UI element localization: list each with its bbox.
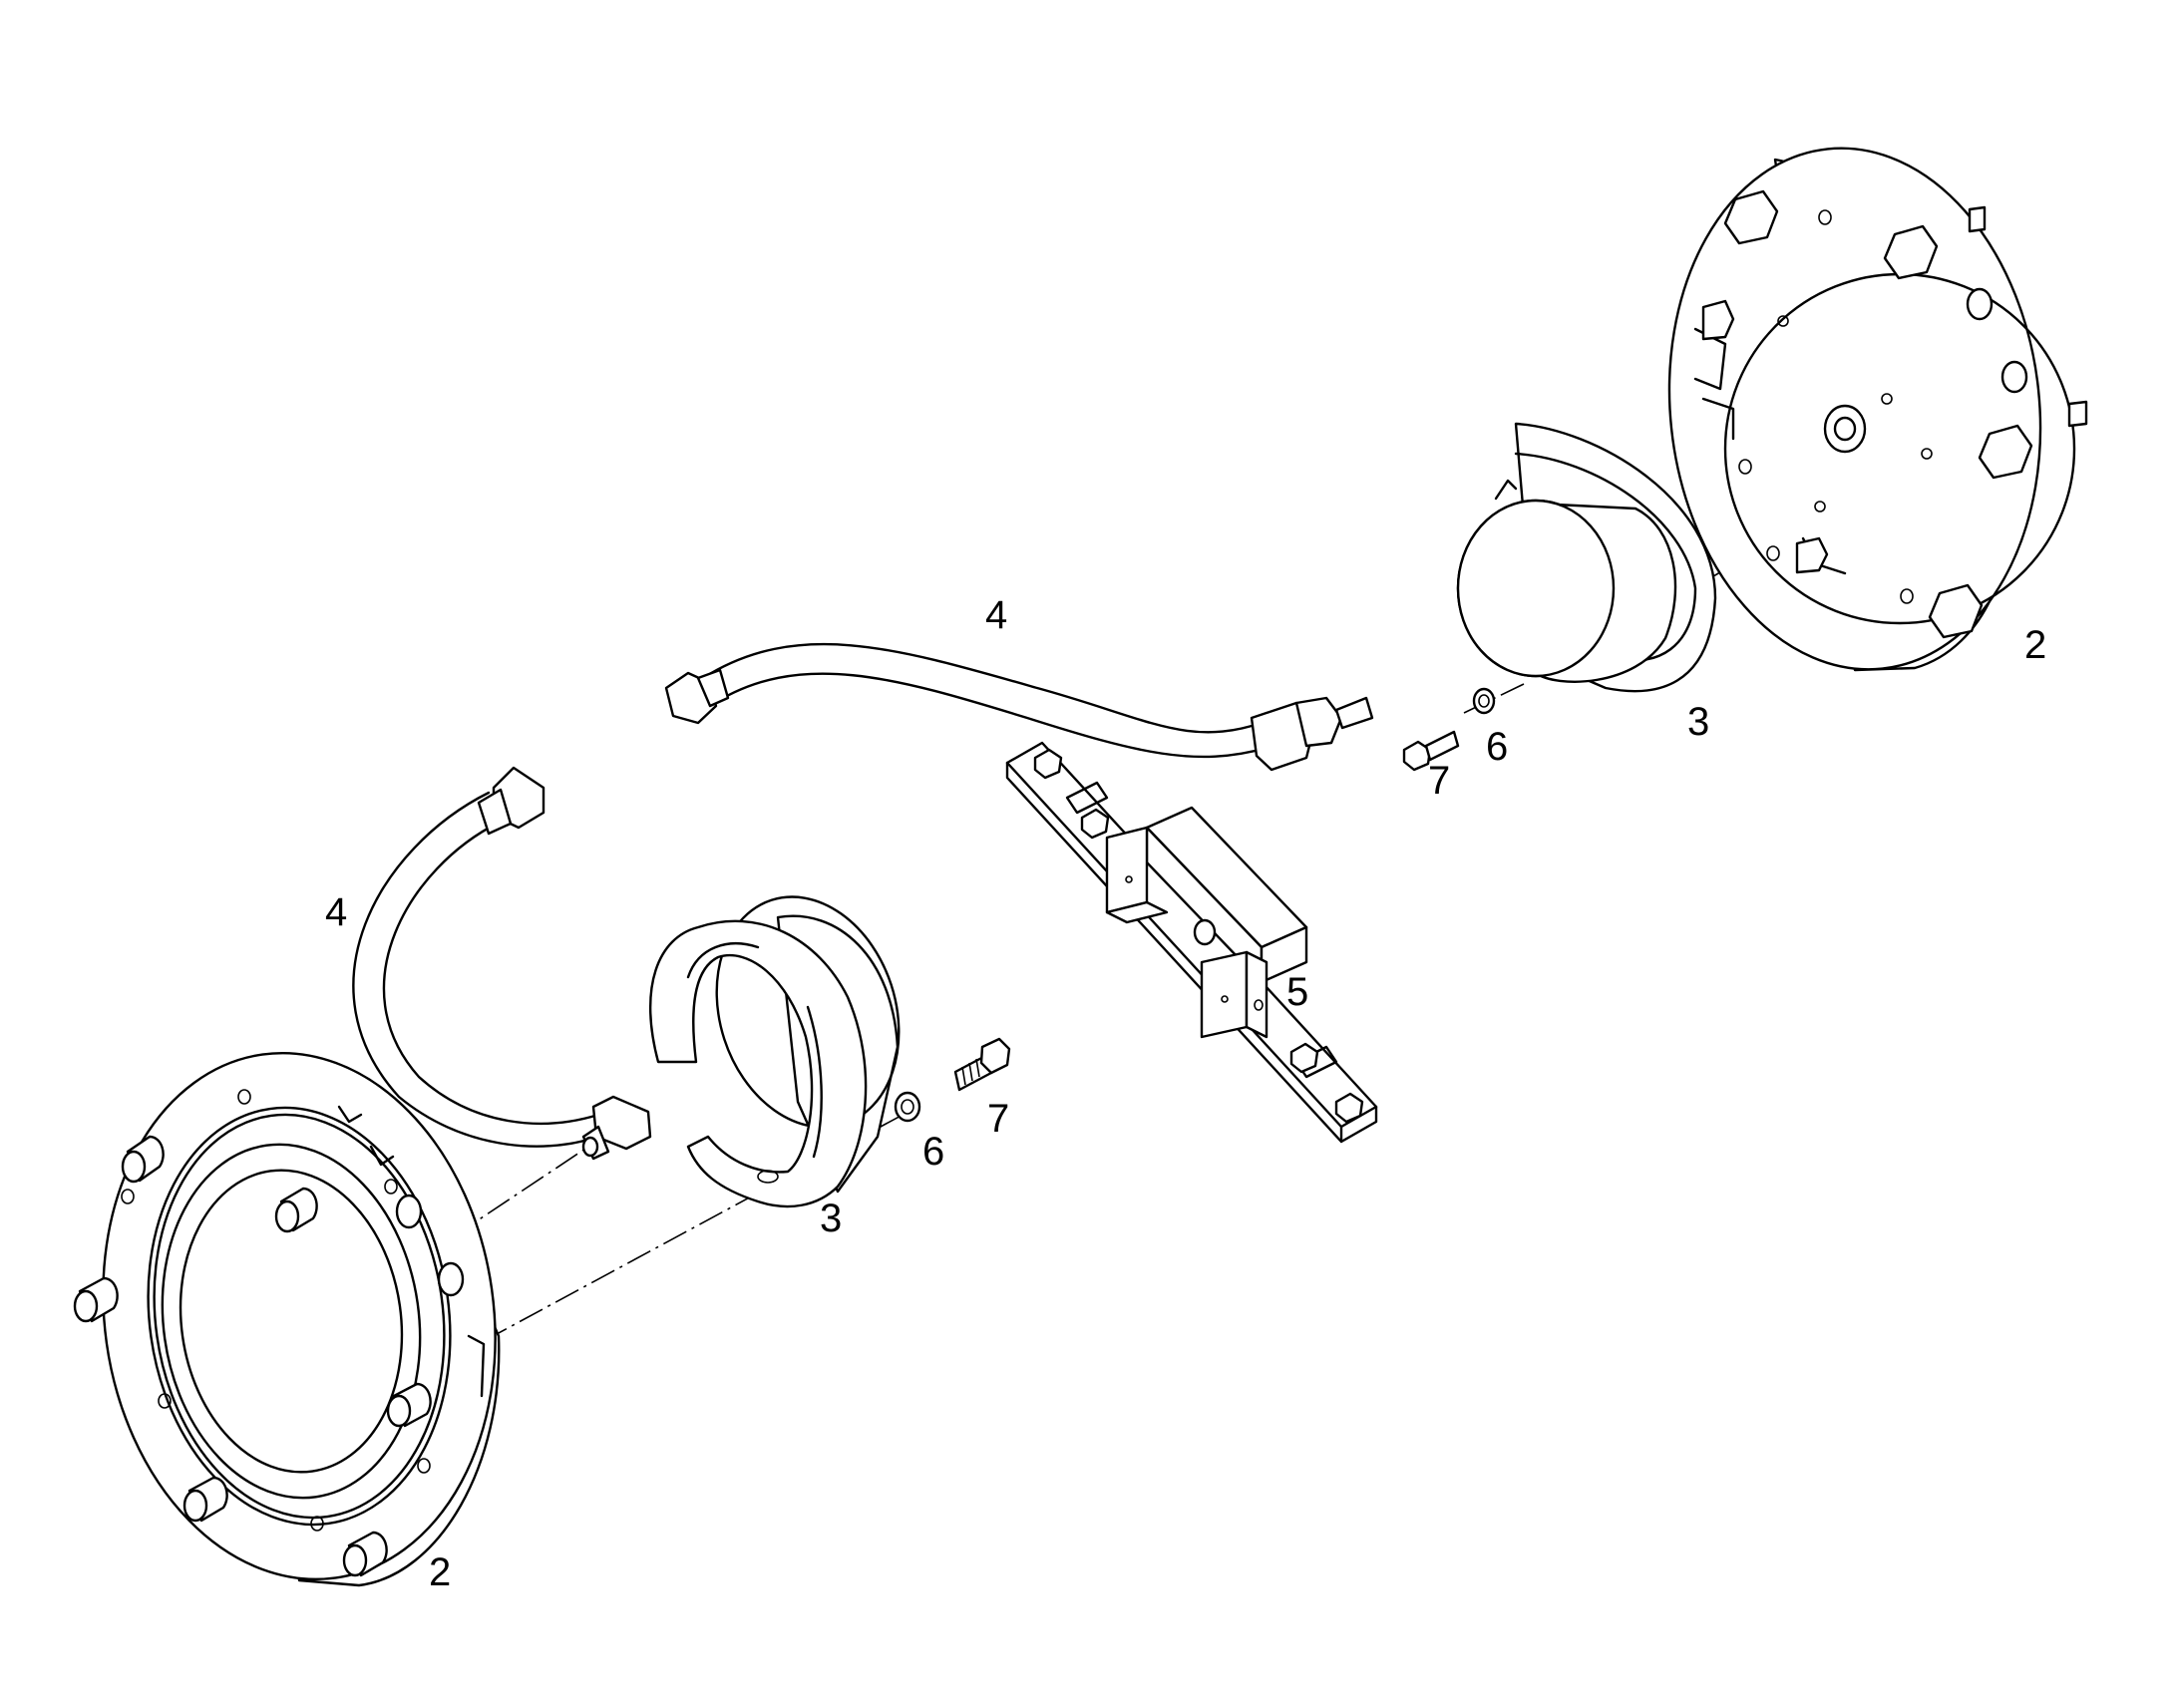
bolt-right [1402,730,1460,772]
clamp-ring-right [1456,422,1717,693]
callout-flange-left: 2 [429,1550,451,1594]
callout-labels: 2 2 3 3 4 4 5 6 6 7 7 [325,593,2046,1594]
callout-bolt-right: 7 [1428,759,1450,803]
callout-ring-right: 3 [1687,700,1709,744]
washer-right [1472,687,1496,715]
flange-left [73,1051,501,1587]
bolt-left [953,1037,1011,1092]
clamp-ring-left [648,895,901,1208]
callout-ring-left: 3 [820,1196,842,1240]
hose-top [664,642,1374,772]
callout-hose-top: 4 [985,593,1007,637]
callout-bracket: 5 [1286,970,1308,1014]
hose-left [352,766,652,1161]
callout-flange-right: 2 [2024,623,2046,667]
washer-left [894,1091,921,1123]
callout-washer-left: 6 [922,1130,944,1174]
callout-bolt-left: 7 [987,1097,1009,1141]
flange-right [1667,147,2088,672]
mounting-bracket [1005,741,1378,1144]
callout-hose-left: 4 [325,890,347,934]
callout-washer-right: 6 [1486,725,1508,769]
